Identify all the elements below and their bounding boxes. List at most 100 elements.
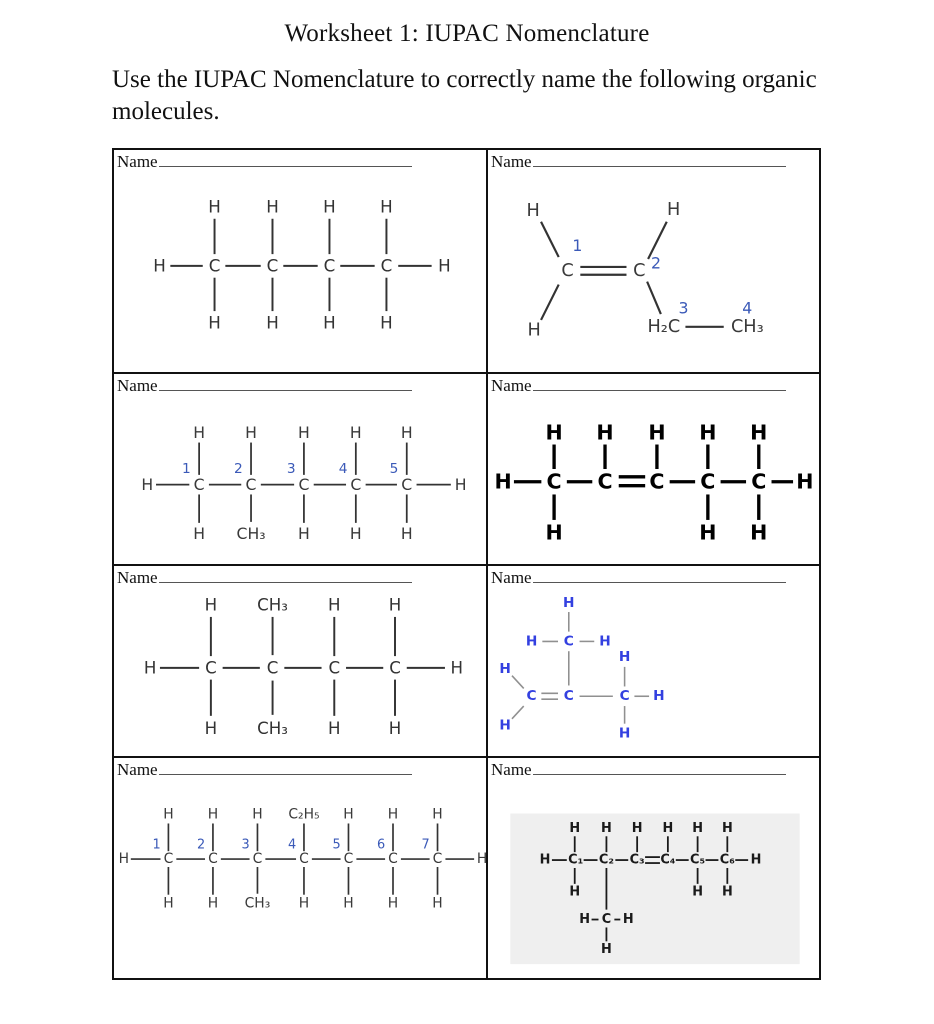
svg-text:C: C [527,688,537,704]
svg-text:C: C [597,470,612,494]
svg-text:H: H [750,421,767,445]
name-blank-line[interactable] [532,568,786,583]
name-label: Name [117,376,158,395]
svg-text:C: C [633,261,645,281]
svg-text:C: C [547,470,562,494]
svg-text:H: H [163,896,173,912]
svg-text:H: H [619,725,630,741]
svg-text:H: H [699,521,716,545]
cell-7-heptane: Name CCCCCCCHHHHHC₂H₅HHHHHCH₃HHHH1234567 [114,758,488,978]
svg-text:H: H [266,197,279,216]
svg-text:H: H [389,596,402,615]
svg-text:3: 3 [287,461,296,477]
svg-text:H: H [750,521,767,545]
svg-text:4: 4 [742,299,752,318]
svg-text:3: 3 [678,299,688,318]
name-blank-line[interactable] [158,568,412,583]
svg-text:C: C [401,475,412,494]
svg-text:H: H [722,884,733,899]
svg-text:2: 2 [234,461,243,477]
svg-text:2: 2 [197,838,205,853]
svg-text:H: H [545,521,562,545]
name-blank-line[interactable] [532,760,786,775]
svg-text:H: H [527,201,540,221]
svg-text:H: H [343,807,353,823]
svg-text:5: 5 [333,838,341,853]
svg-text:H: H [495,470,512,494]
svg-text:H: H [208,807,218,823]
svg-text:H: H [298,423,310,442]
svg-text:C₃: C₃ [630,853,645,868]
svg-text:C: C [751,470,766,494]
svg-text:H: H [623,912,634,927]
svg-text:H: H [388,896,398,912]
name-label: Name [491,376,532,395]
name-blank-line[interactable] [532,376,786,391]
svg-text:C: C [328,658,340,677]
svg-text:7: 7 [422,838,430,853]
svg-text:C: C [350,475,361,494]
name-blank-line[interactable] [532,152,786,167]
svg-text:C: C [620,688,630,704]
worksheet-title: Worksheet 1: IUPAC Nomenclature [284,20,650,47]
svg-text:H: H [653,688,664,704]
svg-text:H: H [299,896,309,912]
svg-text:H: H [477,851,486,867]
svg-text:C: C [433,851,443,867]
svg-text:4: 4 [339,461,348,477]
svg-text:C: C [246,475,257,494]
svg-text:H: H [380,197,393,216]
svg-text:1: 1 [152,838,160,853]
svg-text:H: H [699,421,716,445]
name-blank-line[interactable] [158,760,412,775]
name-blank-line[interactable] [158,152,412,167]
svg-text:H: H [401,524,413,543]
name-label: Name [491,568,532,587]
svg-text:H: H [499,661,510,677]
svg-text:H: H [499,718,510,734]
svg-text:C: C [602,912,611,927]
svg-text:C₂: C₂ [599,853,614,868]
svg-text:H: H [144,658,157,677]
svg-text:C: C [267,256,279,275]
svg-text:C: C [700,470,715,494]
svg-text:C: C [324,256,336,275]
svg-text:H: H [545,421,562,445]
svg-text:C: C [164,851,174,867]
svg-text:C: C [381,256,393,275]
svg-text:H: H [205,719,218,738]
svg-text:H: H [692,884,703,899]
svg-text:CH₃: CH₃ [257,596,288,615]
svg-text:H: H [526,633,537,649]
svg-text:H: H [266,313,279,332]
svg-text:H: H [667,200,680,220]
svg-text:C: C [209,256,221,275]
svg-text:H: H [163,807,173,823]
svg-text:H: H [252,807,262,823]
svg-text:H: H [245,423,257,442]
svg-text:H: H [141,475,153,494]
name-label: Name [117,152,158,171]
name-label: Name [491,760,532,779]
svg-text:H: H [569,884,580,899]
svg-text:H: H [692,821,703,836]
svg-text:H: H [596,421,613,445]
svg-text:CH₃: CH₃ [237,524,266,543]
svg-text:2: 2 [651,253,661,272]
svg-text:C: C [649,470,664,494]
svg-text:H: H [796,470,813,494]
svg-text:6: 6 [377,838,385,853]
svg-text:C: C [205,658,217,677]
svg-text:H: H [601,821,612,836]
svg-text:H: H [563,595,574,611]
name-blank-line[interactable] [158,376,412,391]
svg-text:H: H [205,596,218,615]
